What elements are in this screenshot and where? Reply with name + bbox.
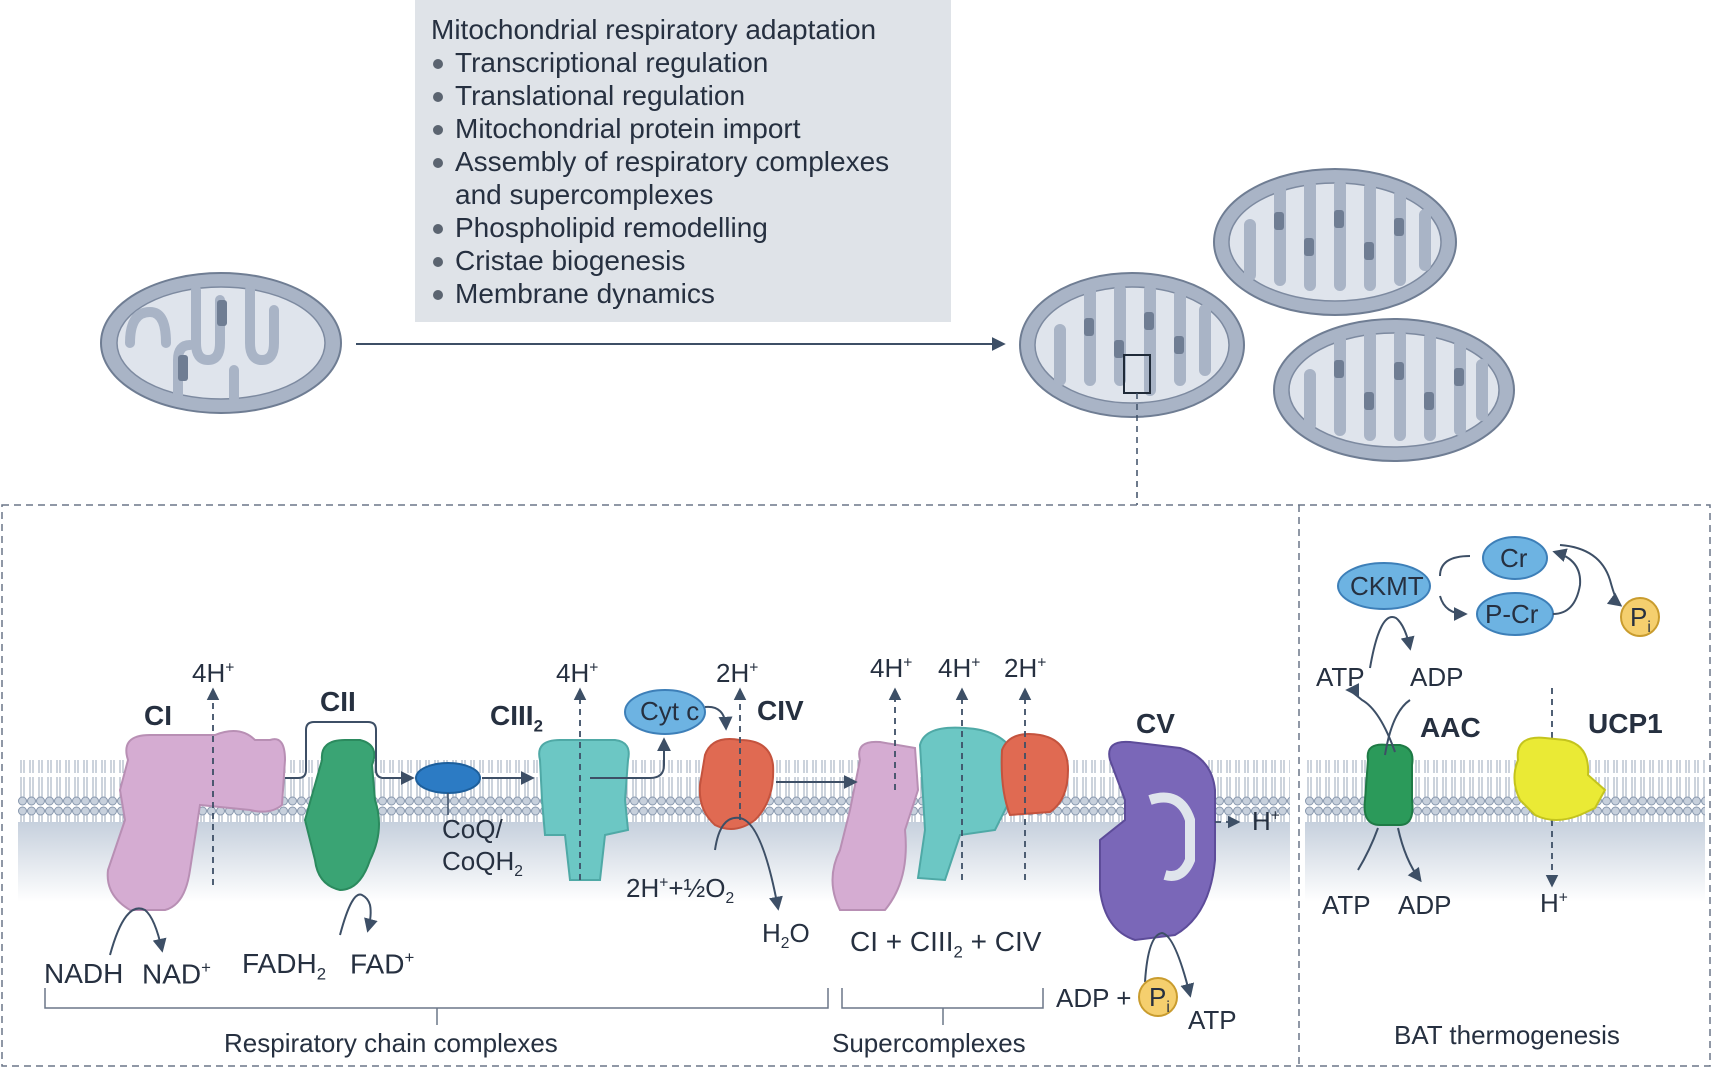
adaptation-item: Translational regulation (431, 79, 889, 112)
respiratory-chain-label: Respiratory chain complexes (224, 1028, 558, 1058)
adaptation-title: Mitochondrial respiratory adaptation (431, 14, 877, 45)
adapted-mitochondria (1019, 168, 1515, 462)
coq-oval (415, 762, 481, 794)
proton-label-ci: 4H+ (192, 658, 235, 688)
cr-label: Cr (1500, 543, 1528, 573)
aac-label: AAC (1420, 712, 1481, 743)
proton-label-ciii: 4H+ (556, 658, 599, 688)
fadh2-label: FADH2 (242, 948, 327, 984)
complex-i-label: CI (144, 700, 172, 731)
ckmt-label: CKMT (1350, 571, 1424, 601)
electron-flow (285, 705, 858, 789)
cytc-label: Cyt c (640, 696, 700, 726)
adaptation-item: Cristae biogenesis (431, 244, 889, 277)
bullet-icon (433, 59, 443, 69)
adaptation-list: Transcriptional regulation Translational… (431, 46, 889, 310)
complex-iii-label: CIII2 (490, 700, 543, 736)
water-label: H2O (762, 918, 810, 953)
bullet-icon (433, 92, 443, 102)
complex-iv (698, 738, 775, 830)
bullet-icon (433, 158, 443, 168)
complex-iii2 (538, 739, 630, 881)
bullet-icon (433, 125, 443, 135)
pi-circle-cv (1138, 977, 1178, 1017)
pi-label-bat: Pi (1630, 602, 1651, 637)
adaptation-item: Phospholipid remodelling (431, 211, 889, 244)
adaptation-box: Mitochondrial respiratory adaptation Tra… (415, 0, 951, 322)
aac-transporter (1363, 743, 1414, 826)
adp-label-bat-upper: ADP (1410, 662, 1464, 692)
adaptation-item: Transcriptional regulation (431, 46, 889, 79)
atp-label-bat-upper: ATP (1316, 662, 1365, 692)
atp-label-bat-lower: ATP (1322, 890, 1371, 920)
supercomplex (831, 726, 1070, 911)
mitochondrion-3 (1273, 318, 1515, 462)
adaptation-item: Mitochondrial protein import (431, 112, 889, 145)
proton-label-sc3: 2H+ (1004, 653, 1047, 683)
small-mitochondrion (100, 272, 342, 414)
fad-label: FAD+ (350, 948, 415, 980)
coq-label: CoQ/ (442, 814, 503, 844)
mitochondrion-1 (1019, 272, 1245, 418)
section-brackets (44, 988, 1044, 1025)
substrate-arrows (109, 816, 1195, 998)
complex-ii-label: CII (320, 686, 356, 717)
bat-panel (1337, 536, 1660, 883)
bullet-icon (433, 224, 443, 234)
proton-pumping (206, 687, 1559, 888)
coqh2-label: CoQH2 (442, 846, 523, 881)
adp-label-bat-lower: ADP (1398, 890, 1452, 920)
complex-v (1099, 740, 1216, 942)
civ-substrate-label: 2H++½O2 (626, 873, 735, 908)
proton-label-civ: 2H+ (716, 658, 759, 688)
cytc-oval (624, 689, 706, 735)
proton-label-ucp1: H+ (1540, 888, 1568, 918)
pi-label-cv: Pi (1149, 982, 1170, 1017)
adaptation-item: Assembly of respiratory complexes (431, 145, 889, 178)
mitochondrion-2 (1213, 168, 1457, 316)
proton-label-sc1: 4H+ (870, 653, 913, 683)
supercomplex-formula: CI + CIII2 + CIV (850, 926, 1042, 962)
nad-label: NAD+ (142, 958, 211, 990)
pi-circle-bat (1620, 597, 1660, 637)
complex-ii (303, 739, 380, 892)
cv-substrate-label: ADP + (1056, 983, 1132, 1013)
ucp1-label: UCP1 (1588, 708, 1663, 739)
adaptation-item-continued: and supercomplexes (455, 179, 714, 210)
bullet-icon (433, 290, 443, 300)
cr-oval (1482, 536, 1548, 580)
pcr-label: P-Cr (1485, 599, 1539, 629)
adaptation-item: Membrane dynamics (431, 277, 889, 310)
proton-label-cv: H+ (1252, 806, 1280, 836)
bullet-icon (433, 257, 443, 267)
supercomplexes-label: Supercomplexes (832, 1028, 1026, 1058)
nadh-label: NADH (44, 958, 124, 989)
ucp1-transporter (1513, 736, 1607, 821)
bat-thermogenesis-label: BAT thermogenesis (1394, 1020, 1620, 1050)
cv-product-label: ATP (1188, 1005, 1237, 1035)
ckmt-oval (1337, 562, 1431, 610)
complex-iv-label: CIV (757, 695, 804, 726)
complex-i (106, 730, 287, 911)
complex-v-label: CV (1136, 708, 1175, 739)
proton-label-sc2: 4H+ (938, 653, 981, 683)
detail-panel-frame (1, 504, 1711, 1067)
